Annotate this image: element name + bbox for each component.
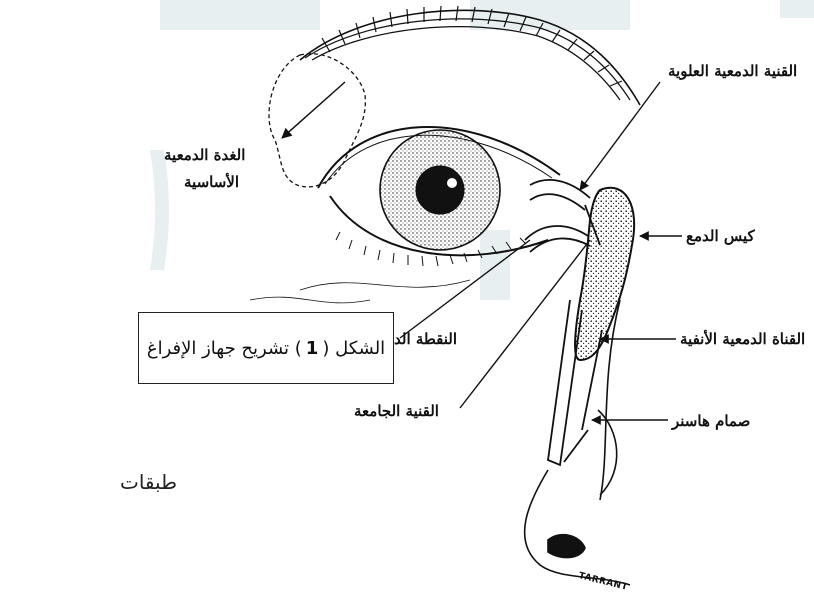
label-lacrimal-sac: كيس الدمع bbox=[686, 226, 755, 246]
label-nasolacrimal-duct: القناة الدمعية الأنفية bbox=[680, 329, 805, 349]
figure-caption-box: الشكل ( 1 ) تشريح جهاز الإفراغ bbox=[138, 312, 394, 384]
label-hasner-valve: صمام هاسنر bbox=[672, 411, 750, 431]
label-lacrimal-gland-line2: الأساسية bbox=[184, 172, 239, 192]
eye bbox=[250, 127, 560, 303]
lacrimal-gland-outline bbox=[269, 54, 365, 187]
caption-after: ) تشريح جهاز الإفراغ bbox=[147, 338, 302, 359]
label-lacrimal-gland-line1: الغدة الدمعية bbox=[164, 145, 245, 165]
caption-before: الشكل ( bbox=[322, 338, 385, 359]
caption-number: 1 bbox=[306, 338, 319, 359]
label-lacrimal-punctum: النقطة الد bbox=[394, 329, 457, 349]
drainage-system bbox=[525, 180, 634, 465]
body-text: طبقات bbox=[120, 470, 177, 494]
label-superior-canaliculus: القنية الدمعية العلوية bbox=[668, 61, 797, 81]
label-common-canaliculus: القنية الجامعة bbox=[354, 401, 439, 421]
